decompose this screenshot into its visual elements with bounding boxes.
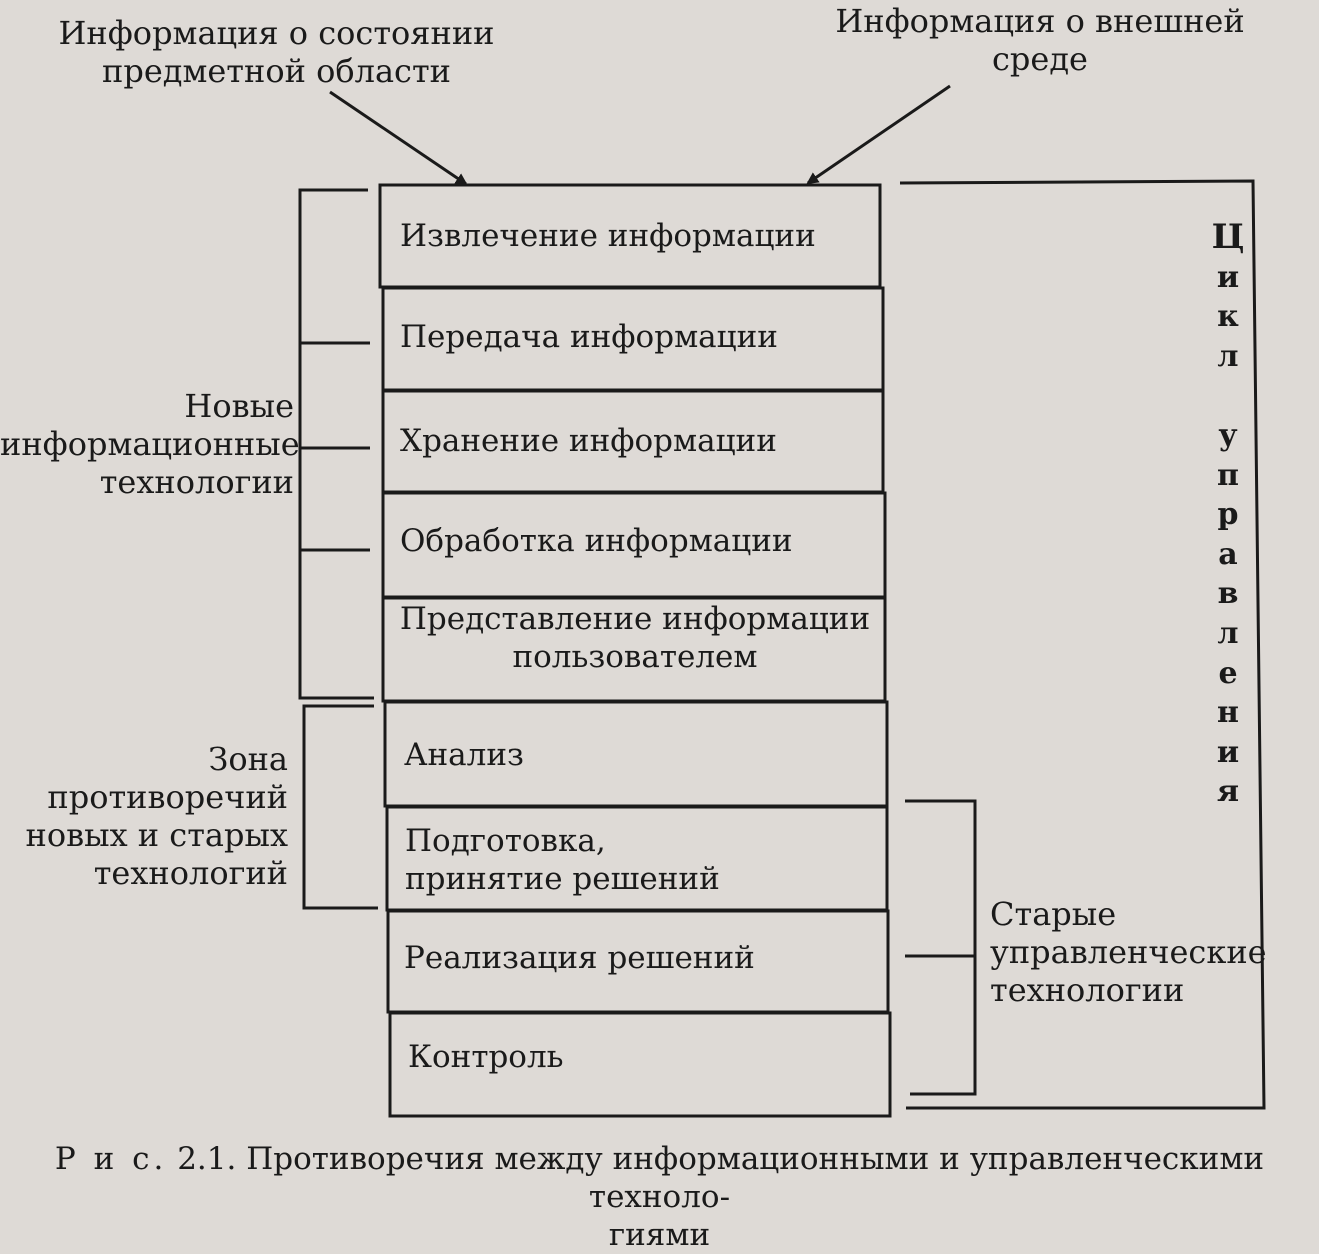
caption-line-2: гиями	[608, 1217, 711, 1253]
stage-label-analysis: Анализ	[404, 737, 524, 773]
stage-label-decision: Подготовка, принятие решений	[405, 823, 720, 897]
label-contradiction-zone: Зона противоречий новых и старых техноло…	[25, 740, 289, 892]
stage-label-storage: Хранение информации	[400, 423, 777, 459]
bracket-contradiction-zone	[302, 704, 378, 910]
bracket-new-it	[298, 188, 374, 700]
arrow-domain-state	[329, 90, 468, 186]
label-external-env: Информация о внешней среде	[835, 2, 1245, 78]
diagram-lines	[298, 84, 1266, 1118]
caption-line-1: Р и с. 2.1. Противоречия между информаци…	[54, 1141, 1265, 1215]
stage-label-implementation: Реализация решений	[404, 940, 755, 976]
label-domain-state: Информация о состоянии предметной област…	[58, 14, 495, 90]
stage-box-control	[388, 1011, 892, 1118]
stage-label-control: Контроль	[408, 1039, 564, 1075]
label-old-mgmt: Старые управленческие технологии	[990, 895, 1267, 1009]
stage-label-extraction: Извлечение информации	[400, 218, 816, 254]
arrow-external-env	[806, 84, 951, 185]
bracket-cycle	[899, 179, 1266, 1110]
label-new-it: Новые информационные технологии	[0, 387, 300, 501]
bracket-old-mgmt	[905, 799, 977, 1096]
figure-caption: Р и с. 2.1. Противоречия между информаци…	[0, 1140, 1319, 1254]
stage-label-presentation: Представление информации пользователем	[399, 601, 871, 675]
stage-label-transfer: Передача информации	[400, 319, 778, 355]
label-management-cycle: Ц и к л у п р а в л е н и я	[1211, 217, 1245, 810]
stage-label-processing: Обработка информации	[400, 523, 793, 559]
